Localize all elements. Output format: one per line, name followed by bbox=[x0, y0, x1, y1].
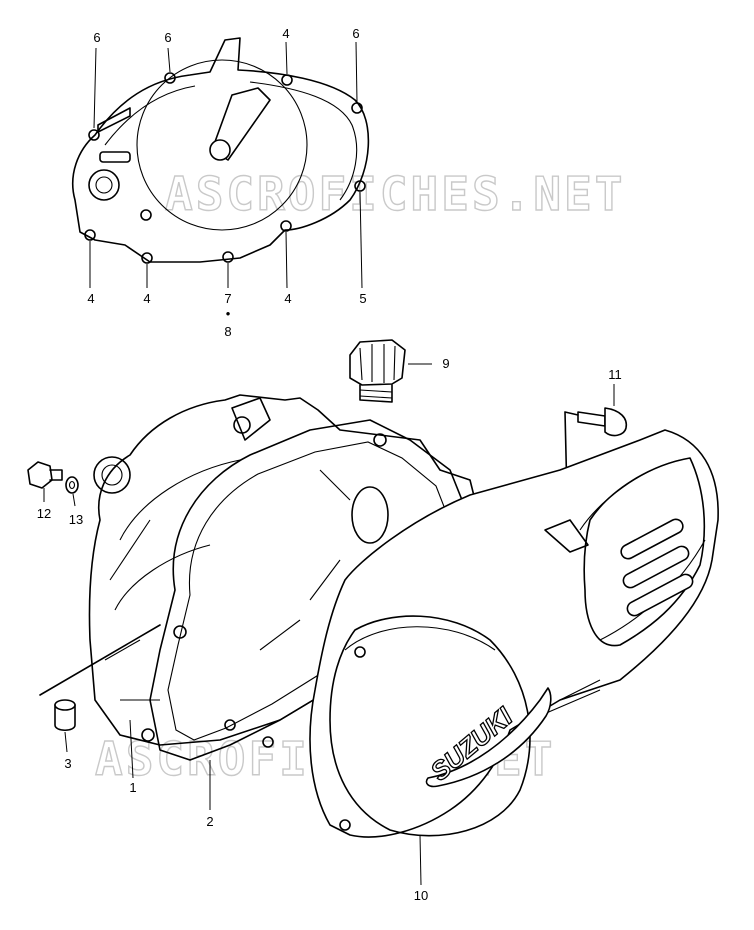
crankcase-cover bbox=[88, 394, 481, 746]
bolt-hole bbox=[141, 252, 153, 264]
outer-cover: SUZUKI bbox=[309, 429, 719, 838]
crankcase-gasket bbox=[149, 419, 471, 761]
callout-6: 6 bbox=[352, 26, 359, 41]
callout-10: 10 bbox=[414, 888, 428, 903]
callout-3: 3 bbox=[64, 756, 71, 771]
clutch-cover-gasket bbox=[71, 37, 370, 264]
callout-separator: • bbox=[226, 306, 231, 321]
callout-1: 1 bbox=[129, 780, 136, 795]
callout-5: 5 bbox=[359, 291, 366, 306]
bolt-hole bbox=[351, 102, 363, 114]
callout-4: 4 bbox=[87, 291, 94, 306]
bolt-hole bbox=[280, 220, 292, 232]
leader-lines-top bbox=[89, 41, 363, 289]
watermark-top: ASCROFICHES.NET bbox=[165, 167, 625, 221]
callout-11: 11 bbox=[608, 367, 622, 382]
callout-4: 4 bbox=[284, 291, 291, 306]
bolt-hole bbox=[84, 229, 96, 241]
callout-8: 8 bbox=[224, 324, 231, 339]
callout-12: 12 bbox=[37, 506, 51, 521]
callout-6: 6 bbox=[93, 30, 100, 45]
washer-13 bbox=[65, 476, 79, 494]
leader-lines-bottom bbox=[43, 363, 615, 886]
bolt-hole bbox=[354, 180, 366, 192]
oil-filler-cap bbox=[349, 339, 406, 403]
callout-7: 7 bbox=[224, 291, 231, 306]
bolt-hole bbox=[281, 74, 293, 86]
callout-6: 6 bbox=[164, 30, 171, 45]
bolt-hole bbox=[88, 129, 100, 141]
callout-13: 13 bbox=[69, 512, 83, 527]
vent-slots bbox=[620, 518, 694, 617]
bolt-hole bbox=[222, 251, 234, 263]
callout-labels: 6 6 4 6 4 4 7 • 8 4 5 9 11 12 13 3 1 2 1… bbox=[37, 26, 622, 903]
callout-2: 2 bbox=[206, 814, 213, 829]
dowel-pin bbox=[39, 624, 161, 732]
bolt-hole bbox=[164, 72, 176, 84]
callout-9: 9 bbox=[442, 356, 449, 371]
bolt-hole bbox=[140, 209, 152, 221]
callout-4: 4 bbox=[143, 291, 150, 306]
callout-4: 4 bbox=[282, 26, 289, 41]
bolt-12 bbox=[27, 461, 63, 489]
